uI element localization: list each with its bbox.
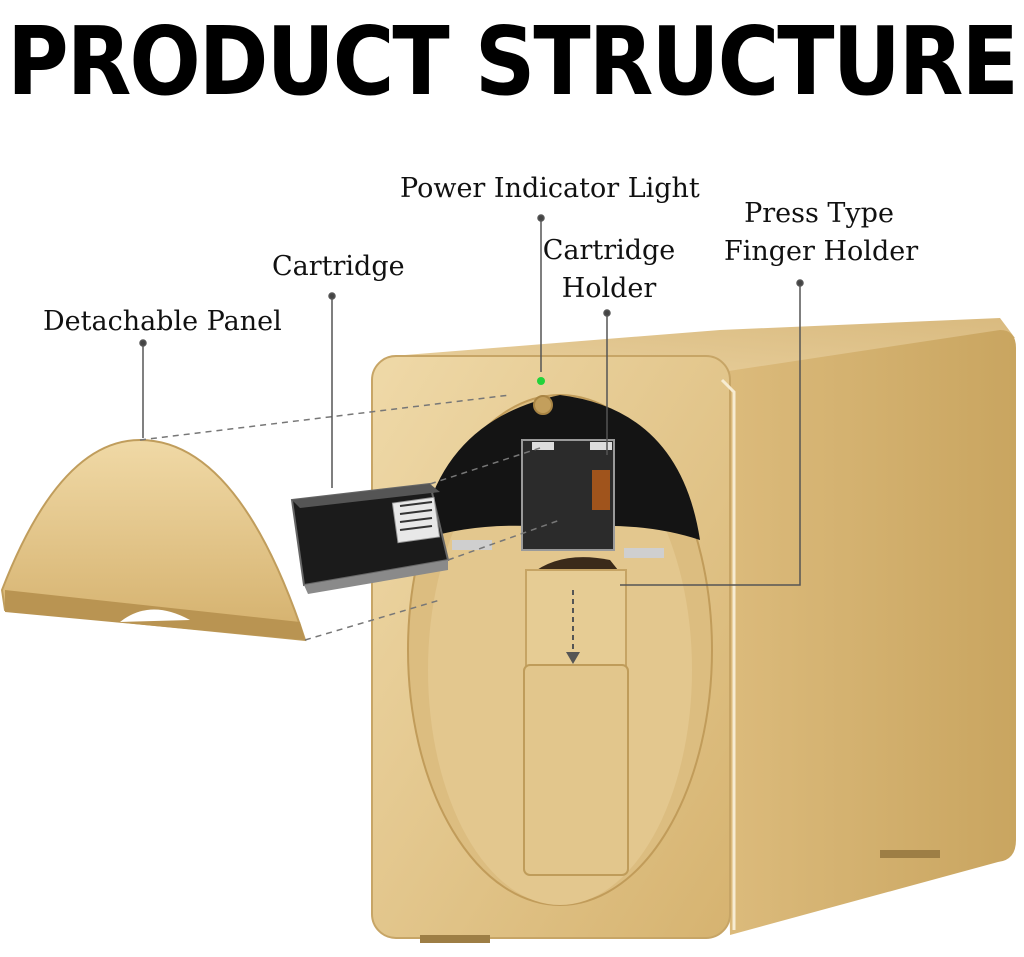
holder-bracket-right <box>624 548 664 558</box>
detachable-panel <box>0 438 307 642</box>
screw-hole <box>533 395 553 415</box>
holder-clip-left <box>532 442 554 450</box>
leader-lines <box>139 214 804 586</box>
panel-cutout <box>120 609 190 622</box>
printer-side-face <box>722 330 1016 935</box>
exploded-view-guides <box>139 394 561 641</box>
label-power-indicator: Power Indicator Light <box>400 173 700 204</box>
label-cartridge-holder: Cartridge Holder <box>540 232 678 308</box>
label-detachable-panel: Detachable Panel <box>43 306 282 337</box>
press-arrow-head <box>566 652 580 664</box>
printer-foot-left <box>420 935 490 943</box>
printer-body <box>371 318 1016 943</box>
holder-bracket-left <box>452 540 492 550</box>
printer-foot-right <box>880 850 940 858</box>
finger-rest <box>523 664 629 876</box>
holder-clip-right <box>590 442 612 450</box>
label-cartridge: Cartridge <box>272 251 405 282</box>
label-cartridge-holder-line1: Cartridge <box>542 235 676 266</box>
label-cartridge-holder-line2: Holder <box>561 273 657 304</box>
page-title: PRODUCT STRUCTURE <box>7 6 1019 117</box>
holder-contacts <box>592 470 610 510</box>
front-edge-highlight <box>720 378 736 930</box>
power-indicator-light <box>537 377 545 385</box>
label-press-type-line1: Press Type <box>744 198 894 229</box>
label-press-type-finger-holder: Press Type Finger Holder <box>724 195 919 271</box>
label-press-type-line2: Finger Holder <box>724 236 919 267</box>
